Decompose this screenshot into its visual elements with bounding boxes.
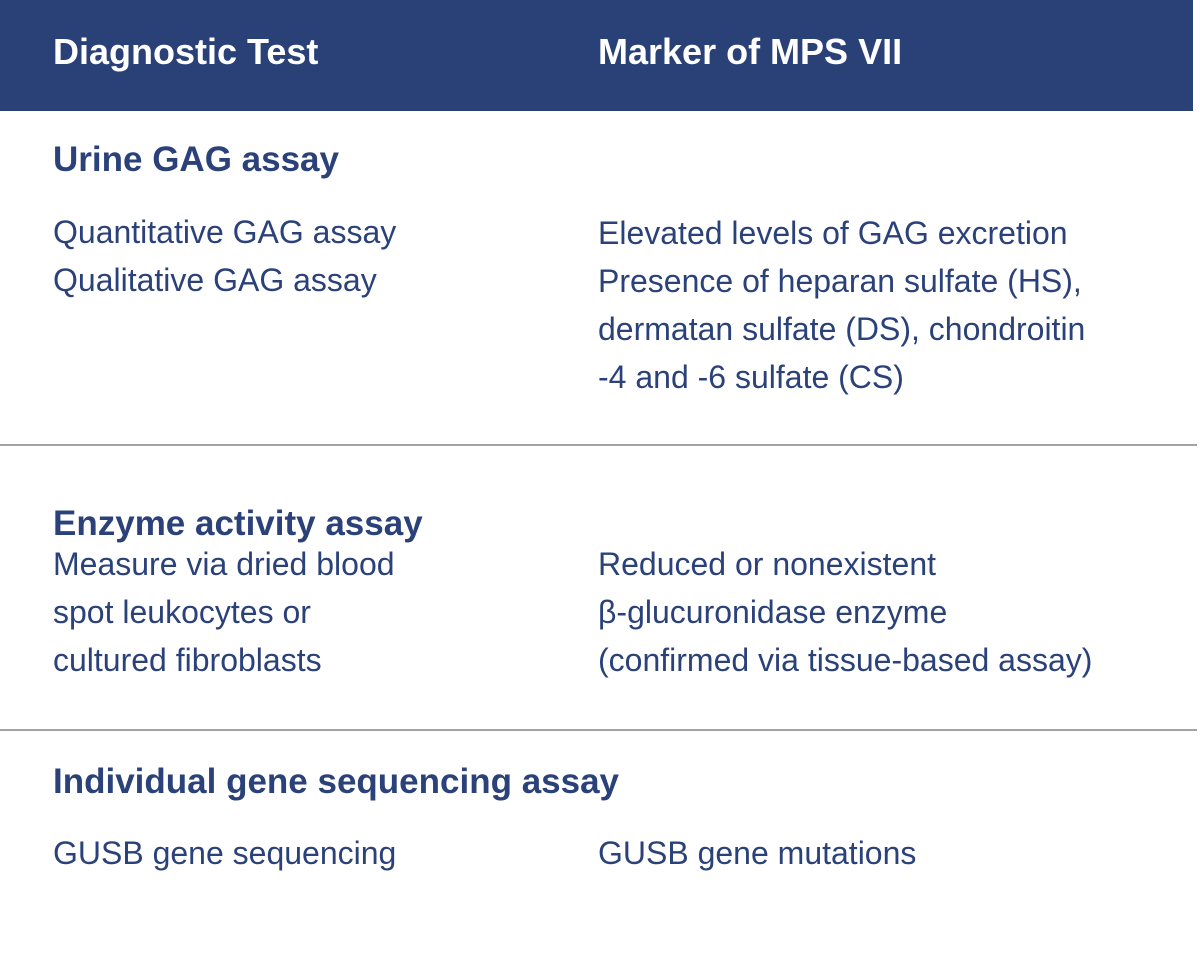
table-header: Diagnostic Test Marker of MPS VII: [0, 0, 1193, 111]
section-title: Urine GAG assay: [53, 140, 339, 179]
section-title: Individual gene sequencing assay: [53, 762, 620, 801]
marker-item: Presence of heparan sulfate (HS),: [598, 263, 1082, 299]
marker-item: (confirmed via tissue-based assay): [598, 642, 1093, 678]
marker-list: Reduced or nonexistent β-glucuronidase e…: [598, 540, 1092, 684]
test-item: GUSB gene sequencing: [53, 835, 397, 871]
marker-item: Reduced or nonexistent: [598, 546, 936, 582]
marker-item: Elevated levels of GAG excretion: [598, 215, 1068, 251]
test-list: GUSB gene sequencing: [53, 829, 396, 877]
header-diagnostic-test: Diagnostic Test: [53, 31, 319, 72]
test-list: Measure via dried blood spot leukocytes …: [53, 540, 395, 684]
test-item: Measure via dried blood: [53, 546, 395, 582]
marker-list: Elevated levels of GAG excretion Presenc…: [598, 209, 1085, 401]
marker-list: GUSB gene mutations: [598, 829, 916, 877]
marker-item: dermatan sulfate (DS), chondroitin: [598, 311, 1086, 347]
test-item: Qualitative GAG assay: [53, 262, 377, 298]
row-divider: [0, 729, 1197, 731]
marker-item: GUSB gene mutations: [598, 835, 917, 871]
marker-item: -4 and -6 sulfate (CS): [598, 359, 904, 395]
section-title: Enzyme activity assay: [53, 504, 423, 543]
test-list: Quantitative GAG assay Qualitative GAG a…: [53, 208, 396, 304]
header-marker: Marker of MPS VII: [598, 31, 903, 72]
test-item: Quantitative GAG assay: [53, 214, 397, 250]
test-item: cultured fibroblasts: [53, 642, 322, 678]
test-item: spot leukocytes or: [53, 594, 311, 630]
row-divider: [0, 444, 1197, 446]
marker-item: β-glucuronidase enzyme: [598, 594, 948, 630]
